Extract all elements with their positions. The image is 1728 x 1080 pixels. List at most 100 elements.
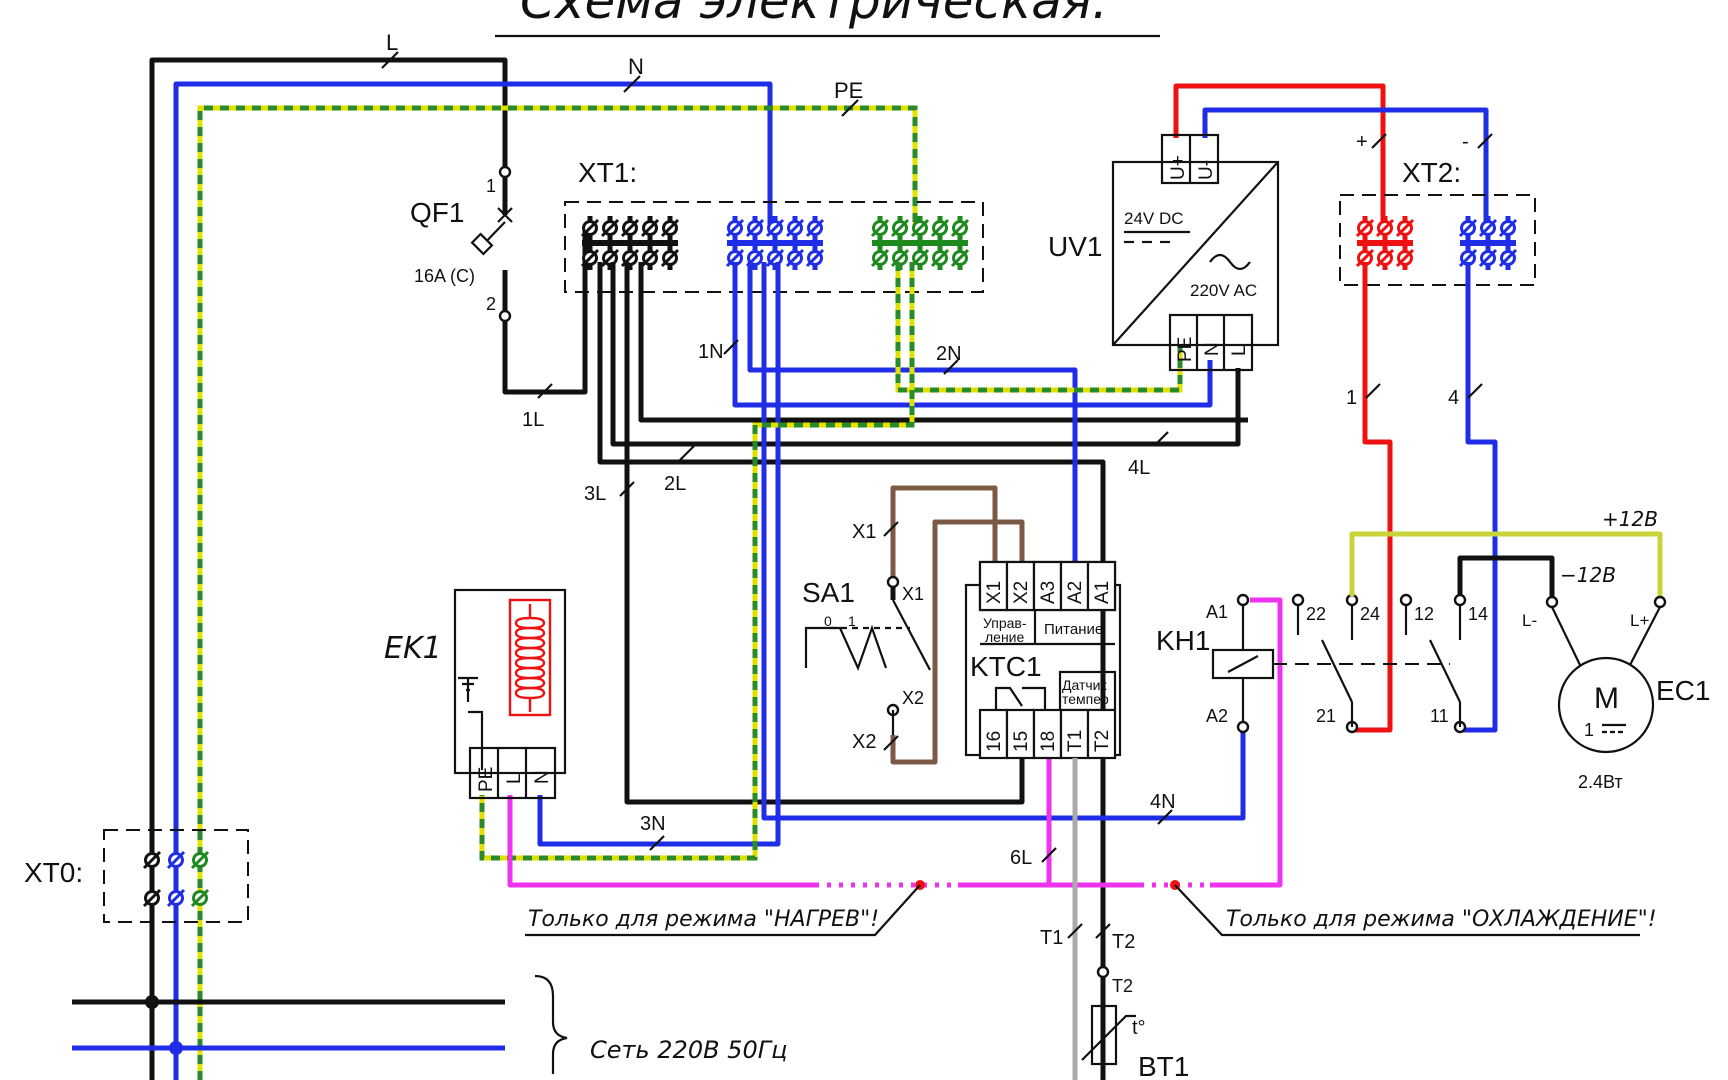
note-cool: Только для режима "ОХЛАЖДЕНИЕ"! bbox=[1226, 907, 1657, 932]
wire-label-2N: 2N bbox=[936, 343, 962, 365]
bt1-pin-t2: T2 bbox=[1112, 976, 1133, 996]
ec1-fan-motor: M 1 EC1 2.4Вт L- L+ bbox=[1522, 595, 1710, 792]
ktc1-ctrl-label-2: ление bbox=[985, 629, 1025, 645]
xt1-black-terminal-top-3 bbox=[620, 218, 640, 238]
kh1-c24: 24 bbox=[1360, 604, 1380, 624]
kh1-c12: 12 bbox=[1414, 604, 1434, 624]
bt1-sensor: T1 T2 T2 t° BT1 bbox=[1040, 758, 1189, 1080]
xt0-terminal-block: XT0: bbox=[24, 829, 249, 923]
ec1-lminus: L- bbox=[1522, 611, 1537, 630]
ec1-label: EC1 bbox=[1656, 675, 1710, 706]
sa1-label: SA1 bbox=[802, 577, 855, 608]
xt1-green-terminal-top-4 bbox=[930, 218, 950, 238]
xt1-green-terminal-bottom-4 bbox=[930, 248, 950, 268]
ek1-pin-n: N bbox=[532, 770, 553, 784]
wire-label-4N: 4N bbox=[1150, 791, 1176, 813]
uv1-pin-uplus: U+ bbox=[1168, 155, 1189, 180]
notes: Только для режима "НАГРЕВ"! Только для р… bbox=[525, 884, 1657, 1074]
ktc1-top-pin-label-1: X1 bbox=[984, 581, 1005, 604]
ek1-heater: PE L N EK1 bbox=[384, 588, 567, 800]
ktc1-top-pin-cell-2 bbox=[1005, 560, 1036, 612]
wire-label-4L: 4L bbox=[1128, 457, 1150, 479]
xt0-l-top bbox=[142, 850, 162, 870]
uv1-pin-uminus: U- bbox=[1196, 160, 1217, 180]
ktc1-bottom-pin-label-5: T2 bbox=[1092, 730, 1113, 752]
uv1-power-supply: U+ U- 24V DC 220V AC PE N L UV1 bbox=[1048, 83, 1489, 372]
wire-label-L: L bbox=[386, 30, 398, 55]
xt1-black-terminal-top-5 bbox=[660, 218, 680, 238]
xt1-black-terminal-bottom-3 bbox=[620, 248, 640, 268]
wire-label-1: 1 bbox=[1346, 387, 1357, 409]
kh1-c11: 11 bbox=[1430, 706, 1449, 726]
xt2-red-terminal-top-3 bbox=[1395, 218, 1415, 238]
xt1-black-terminal-top-1 bbox=[580, 218, 600, 238]
wire-label-1L: 1L bbox=[522, 409, 544, 431]
wire-label-minus: - bbox=[1462, 131, 1469, 153]
xt2-terminal-block: XT2: + - 1 4 bbox=[1339, 131, 1536, 733]
sa1-x2-pin: X2 bbox=[902, 688, 924, 708]
sa1-x1-pin: X1 bbox=[902, 584, 924, 604]
sa1-pos0: 0 bbox=[824, 613, 832, 629]
xt1-black-terminal-bottom-4 bbox=[640, 248, 660, 268]
xt2-red-terminal-top-1 bbox=[1355, 218, 1375, 238]
xt1-black-terminal-bottom-2 bbox=[600, 248, 620, 268]
xt0-n-top bbox=[166, 850, 186, 870]
xt1-green-terminal-top-3 bbox=[910, 218, 930, 238]
xt1-black-terminal-top-2 bbox=[600, 218, 620, 238]
wire-label-t1: T1 bbox=[1040, 927, 1063, 949]
uv1-out-label: 24V DC bbox=[1124, 209, 1184, 228]
xt2-blue-terminal-top-2 bbox=[1478, 218, 1498, 238]
ktc1-top-pin-label-4: A2 bbox=[1065, 581, 1086, 604]
ktc1-bottom-pin-label-3: 18 bbox=[1038, 731, 1059, 752]
mains-wiring bbox=[72, 57, 918, 1080]
wire-label-3N: 3N bbox=[640, 813, 666, 835]
note-heat: Только для режима "НАГРЕВ"! bbox=[528, 907, 879, 932]
sa1-switch: 0 1 SA1 X1 X2 X1 X2 bbox=[802, 485, 1025, 765]
ktc1-bottom-pin-cell-1 bbox=[978, 708, 1009, 760]
wire-label-x2: X2 bbox=[852, 731, 876, 753]
xt2-red-terminal-bottom-3 bbox=[1395, 248, 1415, 268]
wire-label-t2: T2 bbox=[1112, 931, 1135, 953]
ktc1-top-pin-label-5: A1 bbox=[1092, 581, 1113, 604]
qf1-rating: 16A (C) bbox=[414, 266, 475, 286]
wire-label-4: 4 bbox=[1448, 387, 1459, 409]
bt1-label: BT1 bbox=[1138, 1051, 1189, 1080]
ktc1-bottom-pin-cell-3 bbox=[1032, 708, 1063, 760]
diagram-title: Схема электрическая. bbox=[520, 0, 1108, 30]
qf1-pin2: 2 bbox=[486, 294, 496, 314]
kh1-relay: KH1 A1 A2 22 24 21 12 14 11 +12В −12В bbox=[1156, 507, 1663, 818]
ec1-power: 2.4Вт bbox=[1578, 772, 1623, 792]
uv1-label: UV1 bbox=[1048, 231, 1102, 262]
xt2-blue-terminal-top-3 bbox=[1498, 218, 1518, 238]
xt0-l-bottom bbox=[142, 888, 162, 908]
ktc1-power-label: Питание bbox=[1044, 621, 1103, 638]
xt1-blue-terminal-bottom-5 bbox=[805, 248, 825, 268]
xt1-label: XT1: bbox=[578, 157, 637, 188]
xt2-blue-terminal-bottom-1 bbox=[1458, 248, 1478, 268]
wire-label-plus: + bbox=[1356, 131, 1368, 153]
ktc1-sensor-label-2: темпер bbox=[1062, 691, 1109, 707]
wire-label-6L: 6L bbox=[1010, 847, 1032, 869]
ktc1-bottom-pin-label-1: 16 bbox=[984, 731, 1005, 752]
ktc1-top-pin-label-2: X2 bbox=[1011, 581, 1032, 604]
bt1-temp: t° bbox=[1132, 1017, 1146, 1039]
ec1-motor-symbol: M bbox=[1594, 682, 1619, 715]
ktc1-label: KTC1 bbox=[970, 651, 1042, 682]
xt1-blue-terminal-top-2 bbox=[745, 218, 765, 238]
note-mains: Сеть 220В 50Гц bbox=[590, 1036, 787, 1064]
xt1-black-terminal-top-4 bbox=[640, 218, 660, 238]
ktc1-top-pin-cell-5 bbox=[1086, 560, 1117, 612]
qf1-label: QF1 bbox=[410, 197, 464, 228]
uv1-pin-pe: PE bbox=[1175, 337, 1196, 362]
uv1-pin-n: N bbox=[1202, 342, 1223, 356]
xt1-green-terminal-top-2 bbox=[890, 218, 910, 238]
sa1-pos1: 1 bbox=[848, 613, 856, 629]
ec1-phase: 1 bbox=[1584, 720, 1594, 740]
xt2-red-terminal-bottom-1 bbox=[1355, 248, 1375, 268]
ek1-pin-pe: PE bbox=[476, 767, 497, 792]
kh1-label: KH1 bbox=[1156, 625, 1210, 656]
xt1-green-terminal-bottom-1 bbox=[870, 248, 890, 268]
ktc1-top-pin-cell-3 bbox=[1032, 560, 1063, 612]
ktc1-bottom-pin-label-2: 15 bbox=[1011, 731, 1032, 752]
